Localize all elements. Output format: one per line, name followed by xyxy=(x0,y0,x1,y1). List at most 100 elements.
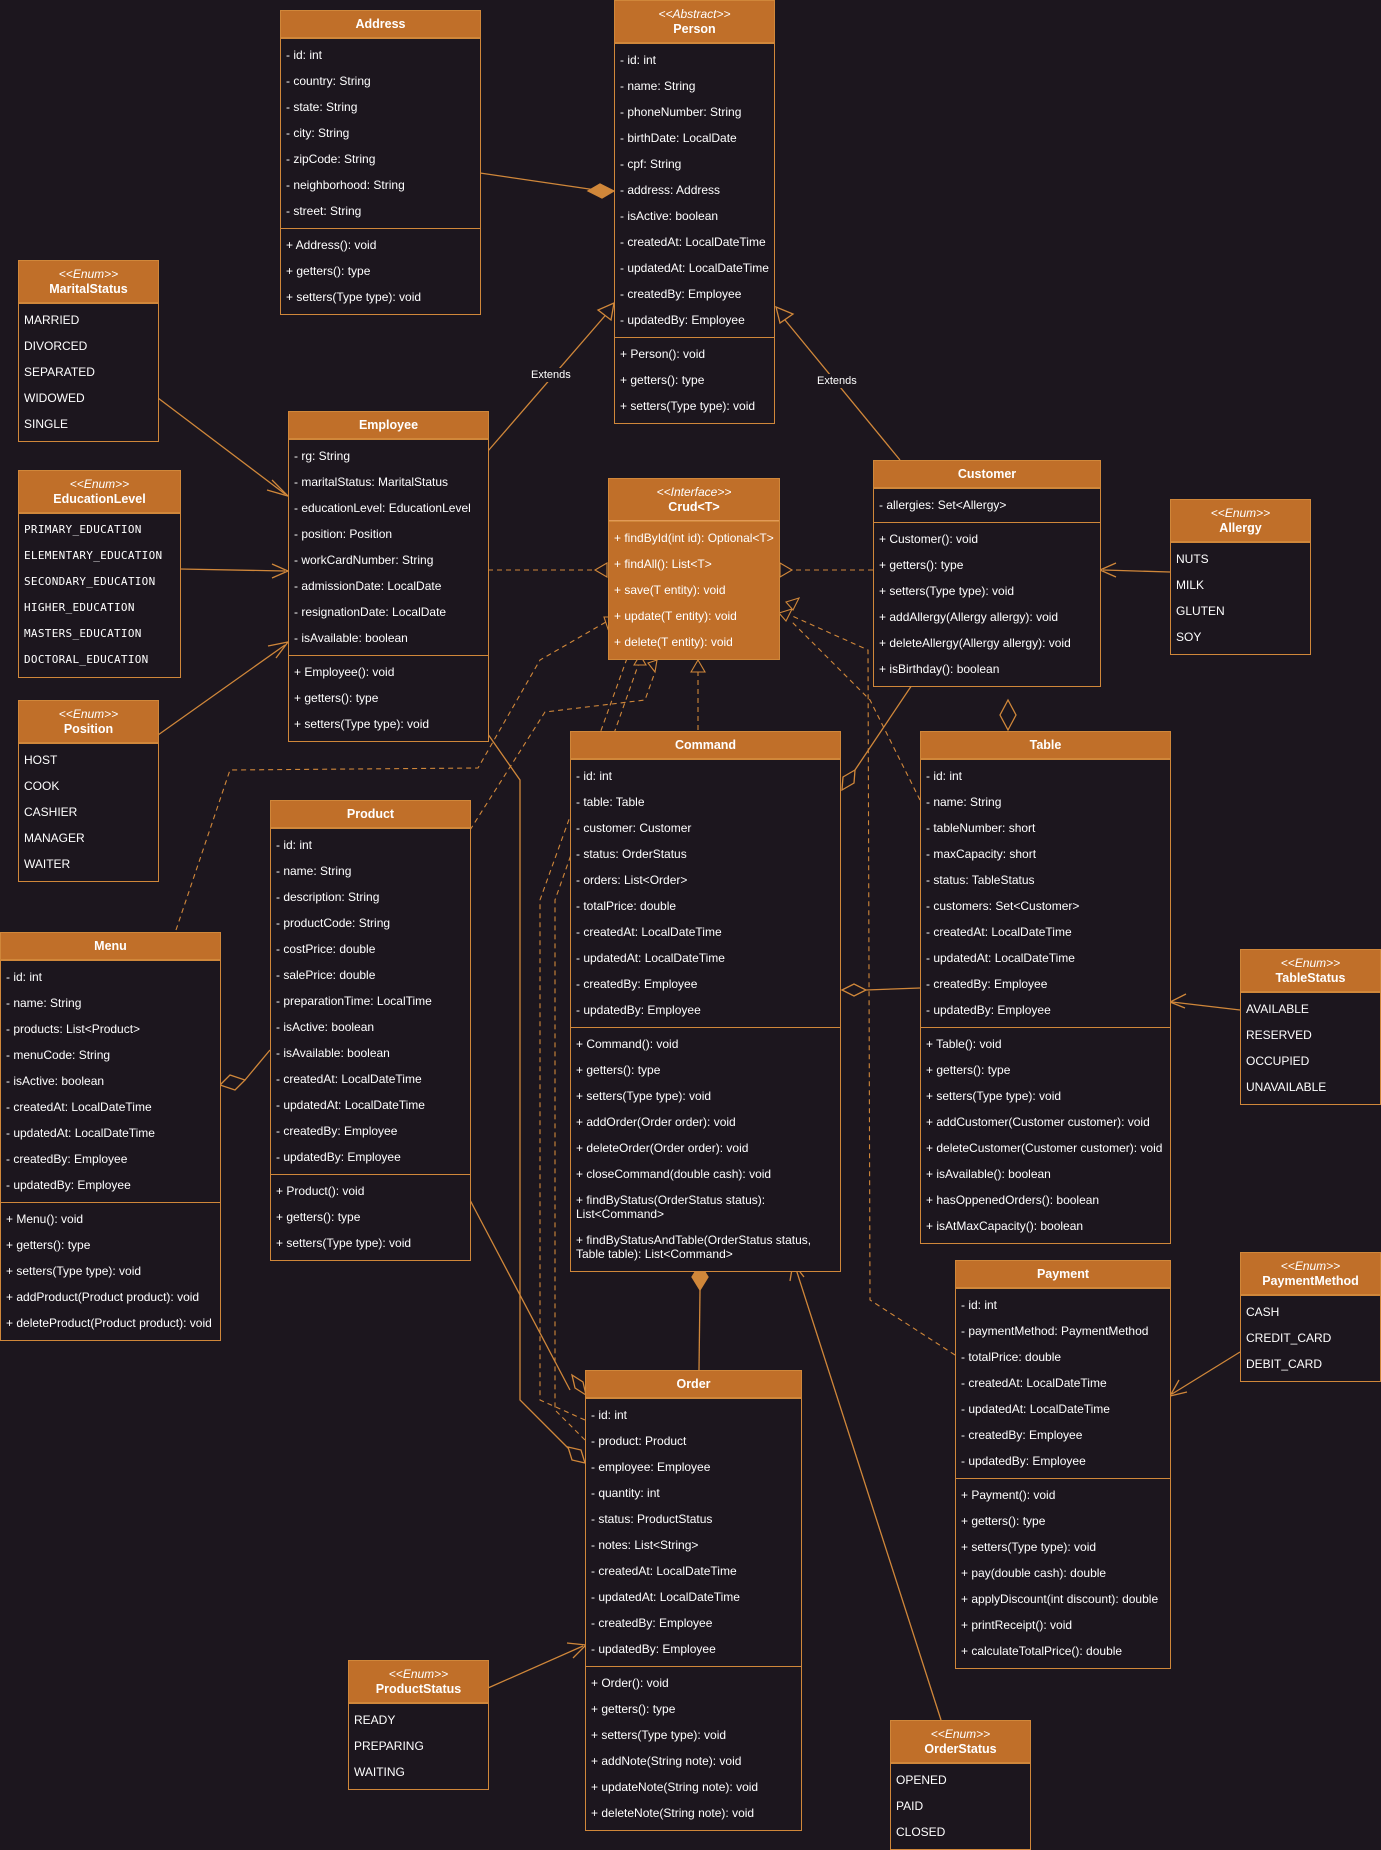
class-method: + getters(): type xyxy=(6,1238,91,1252)
class-attribute: - updatedBy: Employee xyxy=(926,1003,1051,1017)
class-attribute: - salePrice: double xyxy=(276,968,376,982)
class-order[interactable]: Order - id: int- product: Product- emplo… xyxy=(585,1370,802,1831)
interface-crud-title: <<Interface>> Crud<T> xyxy=(609,479,779,521)
class-method: + getters(): type xyxy=(620,373,705,387)
diamond-address-person xyxy=(586,183,616,199)
enum-value: MASTERS_EDUCATION xyxy=(24,627,142,640)
enum-value: UNAVAILABLE xyxy=(1246,1080,1327,1094)
class-attribute: - updatedBy: Employee xyxy=(591,1642,716,1656)
interface-crud[interactable]: <<Interface>> Crud<T> + findById(int id)… xyxy=(608,478,780,660)
enum-value: DIVORCED xyxy=(24,339,88,353)
enum-table-status-title: <<Enum>> TableStatus xyxy=(1241,950,1380,992)
class-attribute: - preparationTime: LocalTime xyxy=(276,994,432,1008)
class-method: + setters(Type type): void xyxy=(294,717,430,731)
class-attribute: - updatedBy: Employee xyxy=(6,1178,131,1192)
class-attribute: - createdAt: LocalDateTime xyxy=(276,1072,422,1086)
class-product-attributes: - id: int- name: String- description: St… xyxy=(271,828,470,1174)
edge-customer-extends-person xyxy=(784,319,901,461)
class-attribute: - city: String xyxy=(286,126,350,140)
class-method: + setters(Type type): void xyxy=(286,290,422,304)
enum-stereotype: <<Enum>> xyxy=(1280,956,1341,970)
enum-value: CLOSED xyxy=(896,1825,946,1839)
enum-education-level[interactable]: <<Enum>> EducationLevel PRIMARY_EDUCATIO… xyxy=(18,470,181,678)
class-method: + findByStatus(OrderStatus status): List… xyxy=(576,1193,766,1221)
class-attribute: - createdAt: LocalDateTime xyxy=(620,235,766,249)
class-method: + deleteProduct(Product product): void xyxy=(6,1316,212,1330)
class-method: + pay(double cash): double xyxy=(961,1566,1107,1580)
class-attribute: - id: int xyxy=(576,769,613,783)
class-method: + addProduct(Product product): void xyxy=(6,1290,200,1304)
enum-value: SEPARATED xyxy=(24,365,95,379)
class-attribute: - id: int xyxy=(620,53,657,67)
class-attribute: - product: Product xyxy=(591,1434,687,1448)
class-table-methods: + Table(): void+ getters(): type+ setter… xyxy=(921,1027,1170,1243)
class-attribute: - createdAt: LocalDateTime xyxy=(926,925,1072,939)
enum-name: PaymentMethod xyxy=(1262,1274,1359,1288)
edge-address-person xyxy=(479,172,597,191)
class-menu[interactable]: Menu - id: int- name: String- products: … xyxy=(0,932,221,1341)
edge-allergy-customer xyxy=(1102,569,1171,573)
class-attribute: - createdBy: Employee xyxy=(961,1428,1083,1442)
class-address-attributes: - id: int- country: String- state: Strin… xyxy=(281,38,480,228)
enum-position-title: <<Enum>> Position xyxy=(19,701,158,743)
class-customer-attributes: - allergies: Set<Allergy> xyxy=(874,488,1100,522)
class-customer[interactable]: Customer - allergies: Set<Allergy> + Cus… xyxy=(873,460,1101,687)
class-attribute: - createdBy: Employee xyxy=(6,1152,128,1166)
class-address[interactable]: Address - id: int- country: String- stat… xyxy=(280,10,481,315)
class-method: + setters(Type type): void xyxy=(6,1264,142,1278)
enum-value: SECONDARY_EDUCATION xyxy=(24,575,156,588)
class-product-title: Product xyxy=(271,801,470,828)
enum-value: CREDIT_CARD xyxy=(1246,1331,1332,1345)
class-command-attributes: - id: int- table: Table- customer: Custo… xyxy=(571,759,840,1027)
class-method: + calculateTotalPrice(): double xyxy=(961,1644,1123,1658)
class-method: + setters(Type type): void xyxy=(926,1089,1062,1103)
class-method: + Employee(): void xyxy=(294,665,395,679)
class-attribute: - street: String xyxy=(286,204,362,218)
class-attribute: - rg: String xyxy=(294,449,351,463)
class-payment[interactable]: Payment - id: int- paymentMethod: Paymen… xyxy=(955,1260,1171,1669)
class-address-methods: + Address(): void+ getters(): type+ sett… xyxy=(281,228,480,314)
class-attribute: - updatedBy: Employee xyxy=(276,1150,401,1164)
class-product[interactable]: Product - id: int- name: String- descrip… xyxy=(270,800,471,1261)
class-attribute: - paymentMethod: PaymentMethod xyxy=(961,1324,1149,1338)
edge-paymentmethod-payment xyxy=(1171,1351,1241,1395)
class-table-attributes: - id: int- name: String- tableNumber: sh… xyxy=(921,759,1170,1027)
class-attribute: - totalPrice: double xyxy=(961,1350,1062,1364)
class-employee-title: Employee xyxy=(289,412,488,439)
class-attribute: - createdAt: LocalDateTime xyxy=(576,925,722,939)
class-method: + addAllergy(Allergy allergy): void xyxy=(879,610,1059,624)
enum-allergy-title: <<Enum>> Allergy xyxy=(1171,500,1310,542)
class-attribute: - createdBy: Employee xyxy=(591,1616,713,1630)
enum-value: AVAILABLE xyxy=(1246,1002,1309,1016)
class-attribute: - birthDate: LocalDate xyxy=(620,131,737,145)
class-attribute: - products: List<Product> xyxy=(6,1022,141,1036)
enum-value: READY xyxy=(354,1713,396,1727)
class-command[interactable]: Command - id: int- table: Table- custome… xyxy=(570,731,841,1272)
class-attribute: - resignationDate: LocalDate xyxy=(294,605,447,619)
class-attribute: - updatedBy: Employee xyxy=(620,313,745,327)
class-table[interactable]: Table - id: int- name: String- tableNumb… xyxy=(920,731,1171,1244)
edge-education-employee xyxy=(179,568,286,572)
diamond-product-menu xyxy=(218,1074,247,1091)
class-employee[interactable]: Employee - rg: String- maritalStatus: Ma… xyxy=(288,411,489,742)
class-method: + setters(Type type): void xyxy=(879,584,1015,598)
enum-stereotype: <<Enum>> xyxy=(58,267,119,281)
class-person[interactable]: <<Abstract>> Person - id: int- name: Str… xyxy=(614,0,775,424)
enum-value: CASHIER xyxy=(24,805,78,819)
triangle-employee-person xyxy=(596,301,615,322)
enum-value: HOST xyxy=(24,753,58,767)
class-attribute: - table: Table xyxy=(576,795,645,809)
class-menu-title: Menu xyxy=(1,933,220,960)
extends-label-employee: Extends xyxy=(528,368,574,382)
enum-value: WAITER xyxy=(24,857,71,871)
class-method: + closeCommand(double cash): void xyxy=(576,1167,772,1181)
